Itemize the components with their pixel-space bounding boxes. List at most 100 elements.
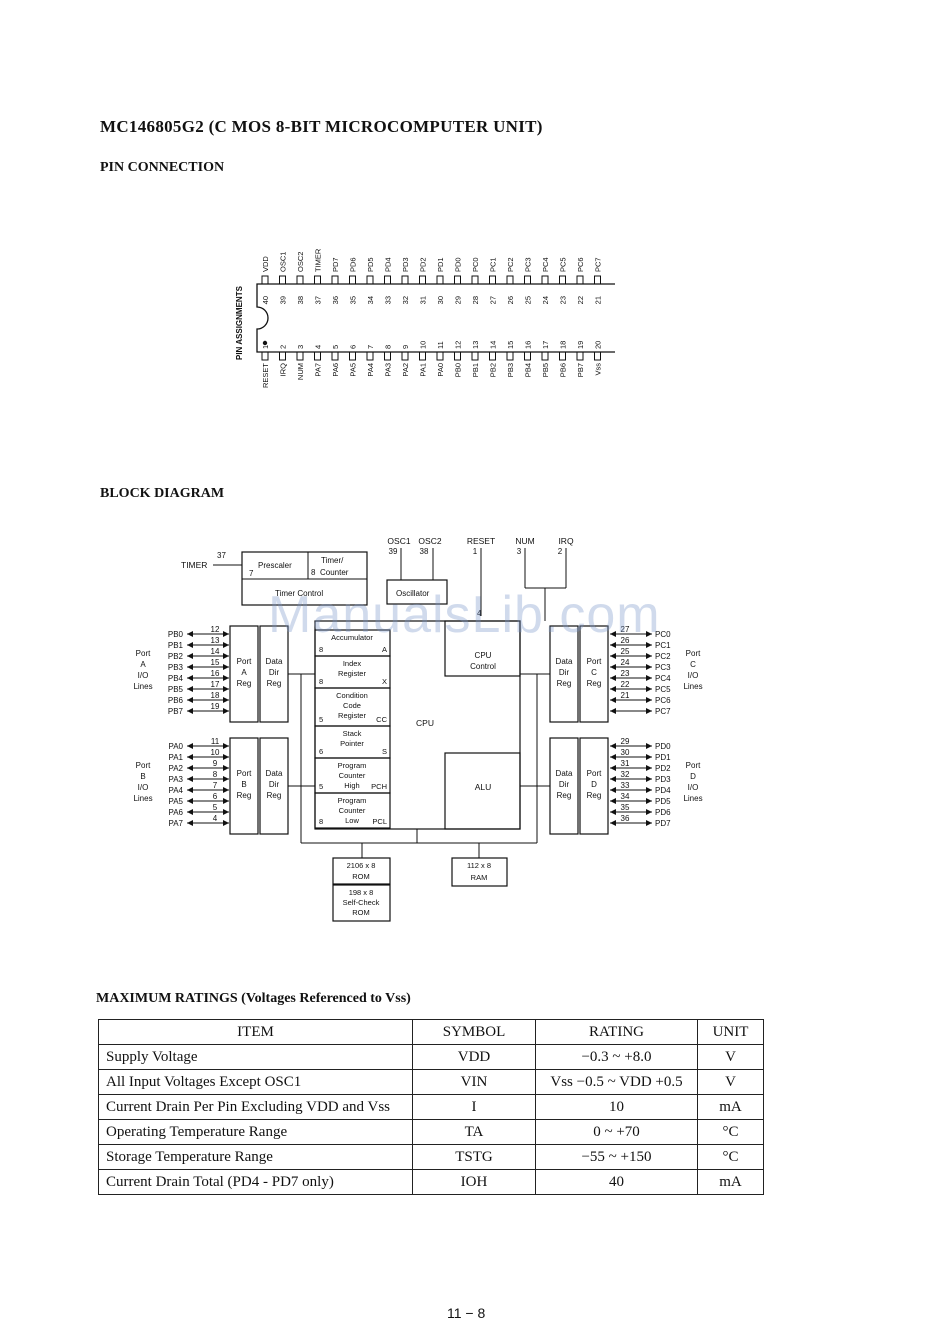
port-register-label: D: [591, 780, 597, 789]
register-name: Stack: [343, 729, 362, 738]
register-tag: X: [382, 677, 387, 686]
top-pin-name: PD1: [436, 257, 445, 272]
bottom-pin-lead: [401, 351, 409, 361]
signal-label: OSC2: [418, 536, 441, 546]
bottom-pin-lead: [331, 351, 339, 361]
port-pin-name: PA0: [168, 742, 183, 751]
bottom-pin-number: 12: [454, 341, 463, 349]
port-io-label: I/O: [138, 783, 149, 792]
unit-cell: V: [697, 1069, 764, 1095]
register-name: Condition: [336, 691, 368, 700]
item-cell: Current Drain Per Pin Excluding VDD and …: [98, 1094, 413, 1120]
table-row: Current Drain Per Pin Excluding VDD and …: [98, 1094, 764, 1120]
oscillator-label: Oscillator: [396, 589, 430, 598]
register-width: 5: [319, 782, 323, 791]
signal-pin-number: 1: [473, 547, 478, 556]
top-pin-number: 37: [314, 296, 323, 304]
top-pin-number: 34: [366, 296, 375, 304]
top-pin-lead: [401, 275, 409, 285]
data-direction-label: Data: [556, 657, 573, 666]
port-register-label: A: [241, 668, 247, 677]
pin-connection-heading: PIN CONNECTION: [100, 160, 225, 175]
port-register-label: Reg: [587, 791, 602, 800]
ram-size: 112 x 8: [467, 861, 491, 870]
register-name: Register: [338, 669, 366, 678]
bottom-pin-number: 10: [419, 341, 428, 349]
top-pin-name: PD3: [401, 257, 410, 272]
top-pin-name: PC1: [489, 257, 498, 272]
data-direction-label: Dir: [559, 780, 570, 789]
symbol-cell: TA: [412, 1119, 536, 1145]
bottom-pin-number: 1: [261, 345, 270, 349]
bottom-pin-lead: [454, 351, 461, 361]
port-pin-name: PC0: [655, 630, 671, 639]
port-pin-name: PC3: [655, 663, 671, 672]
unit-cell: °C: [697, 1119, 764, 1145]
rating-cell: Vss −0.5 ~ VDD +0.5: [535, 1069, 698, 1095]
bottom-pin-number: 7: [366, 345, 375, 349]
bottom-pin-lead: [314, 351, 321, 361]
bottom-pin-lead: [436, 351, 444, 361]
timer-counter-label: Timer/: [321, 556, 344, 565]
bottom-pin-name: PA0: [436, 363, 445, 377]
timer-counter-width: 8: [311, 568, 316, 577]
port-register-label: Port: [587, 657, 602, 666]
register-name: Accumulator: [331, 633, 373, 642]
ic-package-body: [256, 283, 615, 353]
top-pin-name: PD5: [366, 257, 375, 272]
page-number: 11 − 8: [447, 1305, 486, 1321]
top-pin-number: 40: [261, 296, 270, 304]
top-pin-lead: [541, 275, 549, 285]
top-pin-lead: [331, 275, 339, 285]
top-pin-number: 38: [296, 296, 305, 304]
ram-block: [451, 857, 508, 887]
top-pin-lead: [349, 275, 356, 285]
port-pin-name: PC5: [655, 685, 671, 694]
port-io-label: Lines: [133, 794, 152, 803]
register-name: Code: [343, 701, 361, 710]
port-io-label: D: [690, 772, 696, 781]
data-direction-label: Data: [266, 769, 283, 778]
bottom-pin-lead: [279, 351, 286, 361]
top-pin-number: 29: [454, 296, 463, 304]
port-pin-number: 9: [213, 759, 218, 768]
rating-cell: −0.3 ~ +8.0: [535, 1044, 698, 1070]
port-io-label: I/O: [688, 783, 699, 792]
bottom-pin-lead: [419, 351, 426, 361]
bottom-pin-number: 11: [436, 341, 445, 349]
bottom-pin-name: NUM: [296, 363, 305, 380]
port-io-label: Lines: [683, 794, 702, 803]
top-pin-number: 27: [489, 296, 498, 304]
port-pin-number: 36: [621, 814, 630, 823]
port-pin-number: 13: [211, 636, 220, 645]
bottom-pin-name: PA7: [314, 363, 323, 377]
port-pin-name: PA5: [168, 797, 183, 806]
register-name: Low: [345, 816, 359, 825]
register-block: [314, 792, 391, 829]
top-pin-number: 39: [279, 296, 288, 304]
bottom-pin-name: PB5: [541, 363, 550, 377]
data-direction-label: Reg: [557, 791, 572, 800]
port-pin-number: 32: [621, 770, 630, 779]
bottom-pin-number: 19: [576, 341, 585, 349]
rating-cell: 0 ~ +70: [535, 1119, 698, 1145]
port-pin-name: PD7: [655, 819, 671, 828]
register-tag: CC: [376, 715, 387, 724]
data-direction-block: [579, 737, 609, 835]
timer-counter-label: Counter: [320, 568, 349, 577]
bottom-pin-lead: [384, 351, 391, 361]
port-io-label: I/O: [688, 671, 699, 680]
timer-label: TIMER: [181, 560, 207, 570]
register-width: 6: [319, 747, 323, 756]
register-width: 5: [319, 715, 323, 724]
top-pin-name: PC5: [559, 257, 568, 272]
top-pin-number: 24: [541, 296, 550, 304]
port-pin-name: PC6: [655, 696, 671, 705]
cpu-label: CPU: [416, 718, 434, 728]
top-pin-name: PD0: [454, 257, 463, 272]
port-io-label: B: [140, 772, 145, 781]
register-name: Pointer: [340, 739, 364, 748]
port-register-label: Reg: [237, 679, 252, 688]
